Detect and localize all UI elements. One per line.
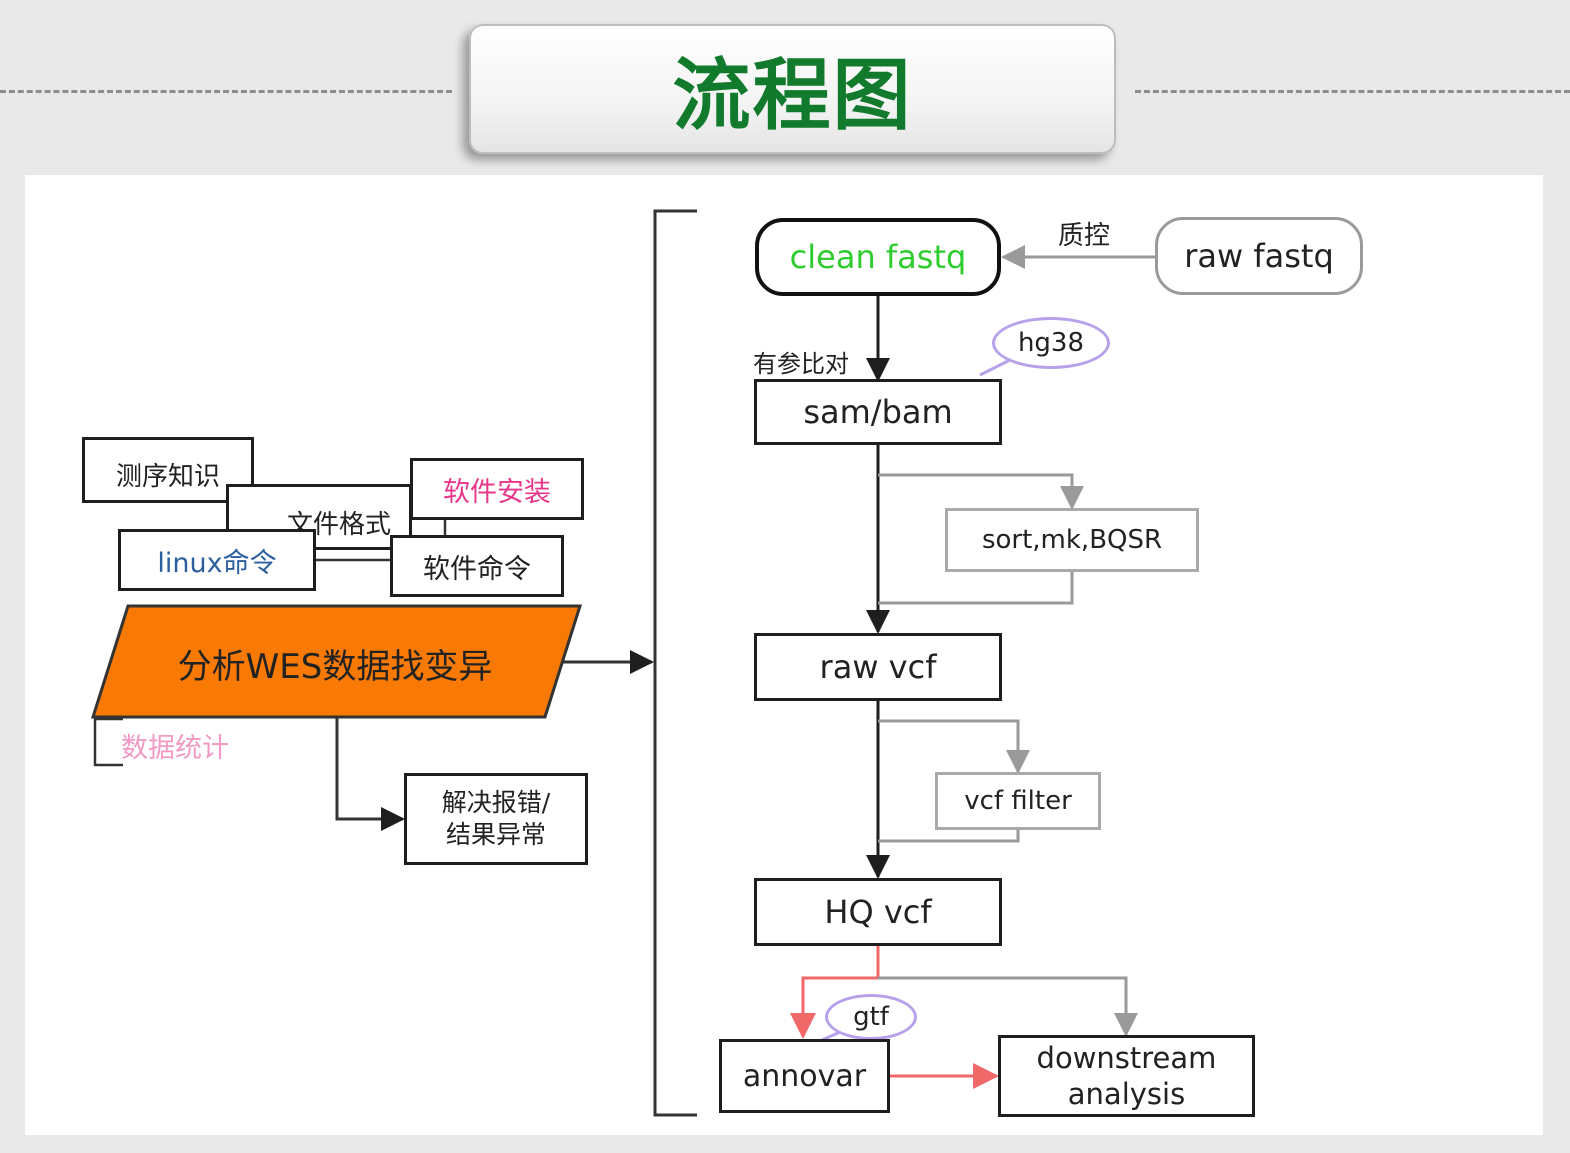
annovar-node: annovar <box>719 1039 890 1113</box>
left-dashed-divider <box>0 90 452 93</box>
filter-return-line <box>878 830 1020 843</box>
error-box: 解决报错/ 结果异常 <box>404 773 588 865</box>
software-install-box: 软件安装 <box>410 458 584 520</box>
data-stats-bracket <box>93 717 123 767</box>
title-banner: 流程图 <box>469 24 1116 154</box>
vcf-filter-node: vcf filter <box>935 772 1101 830</box>
sam-bam-label: sam/bam <box>803 393 953 431</box>
hq-vcf-node: HQ vcf <box>754 878 1002 946</box>
arrow-hq-to-annovar <box>790 946 880 1039</box>
error-label-line2: 结果异常 <box>445 820 546 849</box>
raw-fastq-node: raw fastq <box>1155 217 1363 295</box>
clean-fastq-label: clean fastq <box>789 238 967 276</box>
downstream-label-line2: analysis <box>1067 1077 1186 1111</box>
seq-knowledge-label: 测序知识 <box>115 461 220 492</box>
main-task-shape <box>90 604 583 719</box>
flowchart-panel: 测序知识 文件格式 软件安装 linux命令 软件命令 分析WES数据找变异 数… <box>25 175 1543 1135</box>
arrow-main-to-error <box>335 717 405 831</box>
sort-mk-bqsr-node: sort,mk,BQSR <box>945 508 1199 572</box>
error-label-line1: 解决报错/ <box>441 788 551 817</box>
data-stats-label: 数据统计 <box>121 733 229 764</box>
linux-cmd-label: linux命令 <box>157 547 277 579</box>
gtf-label: gtf <box>853 1002 889 1032</box>
main-task-label: 分析WES数据找变异 <box>177 646 493 687</box>
qc-label: 质控 <box>1058 221 1111 251</box>
software-cmd-box: 软件命令 <box>390 535 564 597</box>
downstream-node: downstream analysis <box>998 1035 1255 1117</box>
align-label: 有参比对 <box>753 350 849 378</box>
page-title: 流程图 <box>672 50 913 141</box>
software-cmd-label: 软件命令 <box>423 553 531 585</box>
seq-knowledge-box: 测序知识 <box>82 437 254 503</box>
connector-layer <box>90 209 1155 1117</box>
annovar-label: annovar <box>742 1058 867 1094</box>
raw-fastq-label: raw fastq <box>1184 237 1334 275</box>
downstream-label-line1: downstream <box>1036 1041 1217 1075</box>
hg38-bubble-tail <box>979 358 1011 377</box>
hg38-label: hg38 <box>1017 328 1085 358</box>
hg38-bubble: hg38 <box>992 317 1110 369</box>
arrow-hq-to-downstream <box>878 976 1138 1037</box>
linux-cmd-box: linux命令 <box>118 529 316 591</box>
vcf-filter-label: vcf filter <box>964 786 1072 816</box>
main-task-label-wrap: 分析WES数据找变异 <box>120 635 550 691</box>
hq-vcf-label: HQ vcf <box>824 893 932 931</box>
clean-fastq-node: clean fastq <box>755 218 1001 296</box>
gtf-bubble: gtf <box>825 994 917 1040</box>
arrow-to-filter <box>878 719 1030 774</box>
arrow-to-sort <box>878 473 1084 510</box>
sort-return-line <box>878 571 1074 605</box>
right-dashed-divider <box>1135 90 1570 93</box>
group-bracket <box>653 209 697 1117</box>
raw-vcf-label: raw vcf <box>819 648 937 686</box>
raw-vcf-node: raw vcf <box>754 633 1002 701</box>
sort-mk-bqsr-label: sort,mk,BQSR <box>981 525 1163 555</box>
software-install-label: 软件安装 <box>443 476 551 508</box>
sam-bam-node: sam/bam <box>754 379 1002 445</box>
